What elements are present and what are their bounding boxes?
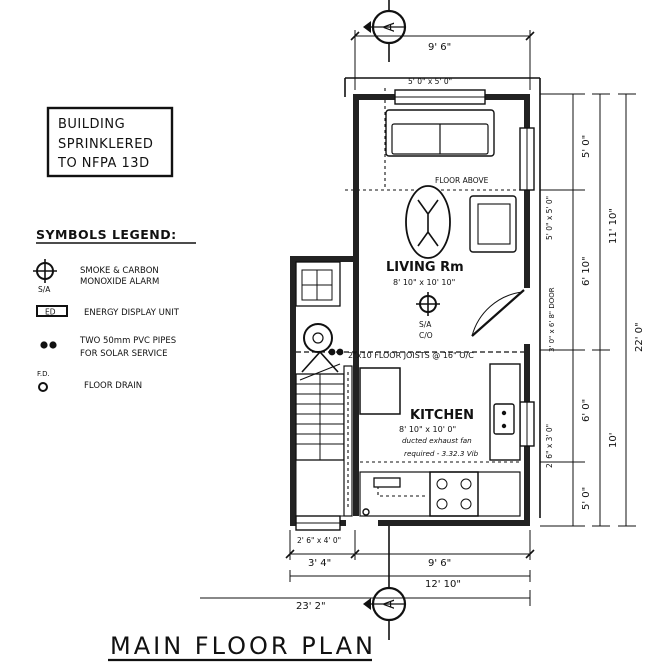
legend-item-tag: ED — [45, 308, 56, 317]
sofa — [385, 109, 495, 157]
dimension-right-a: 5' 0" 6' 10" 6' 0" 5' 0" — [540, 93, 592, 527]
dimension-right-b1: 11' 10" — [608, 208, 619, 244]
floor-above-label: FLOOR ABOVE — [435, 176, 489, 185]
dimension-right-2: 6' 10" — [581, 256, 592, 286]
alarm-tag-co: C/O — [419, 331, 433, 340]
section-label-top: A — [382, 22, 398, 32]
door-right-label: 3' 0" x 6' 8" DOOR — [548, 287, 556, 352]
dimension-main-width: 9' 6" — [428, 558, 451, 569]
kitchen-note-1: ducted exhaust fan — [402, 436, 472, 445]
exterior-walls — [290, 89, 535, 531]
dimension-stair-width: 3' 4" — [308, 558, 331, 569]
kitchen-fixtures — [359, 363, 521, 517]
sprinkler-note-line1: BUILDING — [58, 117, 125, 132]
dimension-top: 9' 6" — [350, 30, 535, 90]
coffee-table — [405, 185, 451, 259]
dimension-right-b: 11' 10" 10' — [592, 93, 619, 527]
dimension-right-total-label: 22' 0" — [634, 322, 645, 352]
legend-item-label-2: MONOXIDE ALARM — [80, 277, 159, 287]
dimension-mid-width: 12' 10" — [425, 579, 461, 590]
sprinkler-note-line3: TO NFPA 13D — [57, 156, 150, 171]
section-marker-bottom: A — [363, 525, 407, 640]
dimension-top-width: 9' 6" — [428, 42, 451, 53]
dimension-bottom-row1: 3' 4" 9' 6" — [285, 530, 535, 569]
window-bottom-left-label: 2' 6" x 4' 0" — [297, 536, 341, 545]
legend-title: SYMBOLS LEGEND: — [36, 227, 177, 242]
plan-title-text: MAIN FLOOR PLAN — [110, 632, 376, 660]
joists-label: 2"x10 FLOOR JOISTS @ 16" O/C — [348, 351, 474, 360]
floor-drain-icon — [38, 382, 48, 392]
dimension-bottom-row3: 23' 2" — [200, 590, 531, 612]
section-label-bottom: A — [382, 599, 398, 609]
sprinkler-note: BUILDING SPRINKLERED TO NFPA 13D — [46, 106, 174, 178]
smoke-co-alarm-icon — [33, 259, 57, 283]
symbols-legend: SYMBOLS LEGEND: S/A SMOKE & CARBON MONOX… — [33, 227, 196, 392]
plan-title: MAIN FLOOR PLAN — [108, 632, 376, 662]
living-room-name: LIVING Rm — [386, 260, 464, 275]
window-right-lower-label: 2' 6" x 3' 0" — [545, 424, 554, 468]
dimension-right-total: 22' 0" — [618, 93, 645, 527]
dimension-bottom-row2: 12' 10" — [289, 570, 531, 590]
legend-item-label: FLOOR DRAIN — [84, 381, 142, 391]
floor-joists: 2"x10 FLOOR JOISTS @ 16" O/C — [296, 351, 524, 360]
stairs — [295, 261, 353, 517]
kitchen-size: 8' 10" x 10' 0" — [399, 425, 456, 434]
alarm-tag: S/A — [419, 320, 432, 329]
sprinkler-note-line2: SPRINKLERED — [58, 137, 153, 152]
section-marker-top: A — [363, 0, 407, 62]
window-right-upper-label: 5' 0" x 5' 0" — [545, 196, 554, 240]
sprinkler-note-frame — [46, 106, 174, 178]
energy-display-icon: ED — [36, 305, 68, 317]
legend-item-label-2: FOR SOLAR SERVICE — [80, 349, 167, 359]
dimension-right-b2: 10' — [608, 433, 619, 448]
entry-door — [471, 289, 525, 337]
smoke-co-alarm-icon — [416, 292, 440, 316]
kitchen-note-2: required - 3.32.3 Vib — [404, 449, 479, 458]
legend-item-label: ENERGY DISPLAY UNIT — [84, 308, 180, 318]
legend-item-label: SMOKE & CARBON — [80, 266, 159, 276]
kitchen-name: KITCHEN — [410, 408, 474, 423]
pvc-pipes-icon — [40, 341, 57, 349]
legend-item-label: TWO 50mm PVC PIPES — [79, 336, 176, 346]
dimension-total-width: 23' 2" — [296, 601, 326, 612]
dimension-right-1: 5' 0" — [581, 135, 592, 158]
legend-item-tag: S/A — [38, 285, 51, 294]
living-room-size: 8' 10" x 10' 10" — [393, 278, 455, 287]
armchair — [469, 195, 517, 253]
dimension-right-3: 6' 0" — [581, 399, 592, 422]
dimension-right-4: 5' 0" — [581, 487, 592, 510]
window-top-label: 5' 0" x 5' 0" — [408, 77, 452, 86]
legend-item-tag: F.D. — [37, 370, 50, 378]
